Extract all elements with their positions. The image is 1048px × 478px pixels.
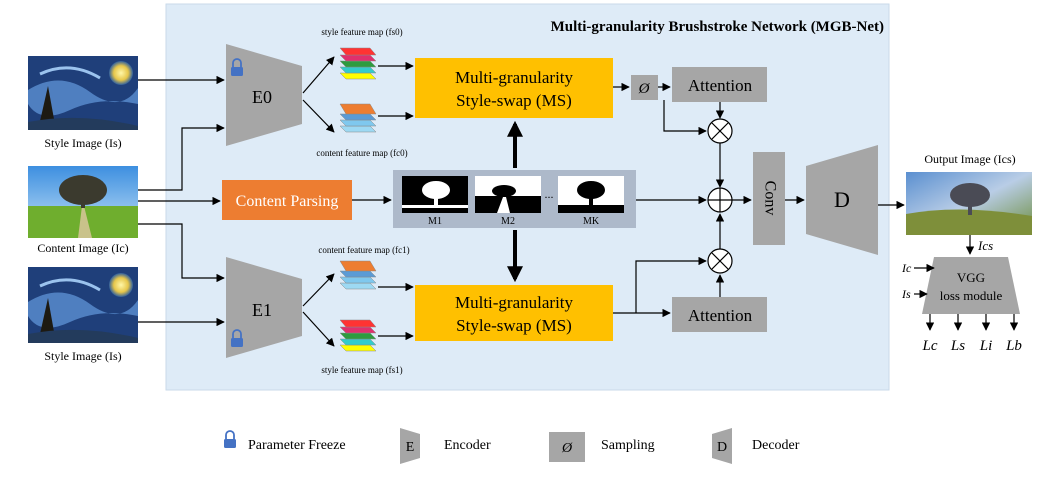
style-image-top bbox=[28, 56, 138, 130]
style-image-bottom bbox=[28, 267, 138, 343]
legend-decoder-shape bbox=[712, 428, 732, 464]
arrow-content-to-e0 bbox=[138, 123, 225, 191]
output-image bbox=[906, 172, 1032, 235]
mask-m2-label: M2 bbox=[501, 216, 515, 227]
content-parsing-block bbox=[222, 180, 352, 220]
mask-mk-label: MK bbox=[583, 216, 600, 227]
loss-ls: Ls bbox=[950, 338, 965, 354]
legend-sampling-shape bbox=[549, 432, 585, 462]
lock-icon bbox=[231, 329, 243, 347]
fc1-label: content feature map (fc1) bbox=[318, 245, 409, 255]
content-image bbox=[28, 166, 138, 238]
content-image-label: Content Image (Ic) bbox=[37, 241, 128, 255]
legend: Parameter Freeze E Encoder Ø Sampling D … bbox=[224, 428, 800, 464]
encoder-e0-label: E0 bbox=[252, 87, 272, 107]
decoder-block bbox=[806, 145, 878, 255]
legend-sampling-symbol: Ø bbox=[561, 441, 573, 456]
style-image-top-label: Style Image (Is) bbox=[44, 136, 121, 150]
content-parsing-label: Content Parsing bbox=[236, 193, 339, 210]
arrow-e1-to-fc1 bbox=[302, 273, 335, 307]
arrow-content-to-e1 bbox=[138, 223, 225, 283]
loss-li: Li bbox=[979, 338, 993, 354]
encoder-e0 bbox=[226, 44, 302, 146]
legend-freeze-label: Parameter Freeze bbox=[248, 438, 346, 453]
conv-label: Conv bbox=[761, 181, 778, 216]
mask-ellipsis: ... bbox=[545, 187, 554, 201]
ms-top-line1: Multi-granularity bbox=[455, 68, 574, 87]
ms-top-line2: Style-swap (MS) bbox=[456, 91, 572, 110]
ms-block-bottom bbox=[415, 285, 613, 341]
fc0-label: content feature map (fc0) bbox=[316, 148, 407, 158]
ms-bottom-line2: Style-swap (MS) bbox=[456, 316, 572, 335]
conv-block bbox=[753, 152, 785, 245]
multiply-node-bottom bbox=[707, 248, 733, 274]
loss-lb: Lb bbox=[1005, 338, 1022, 354]
legend-decoder-label: Decoder bbox=[752, 438, 800, 453]
decoder-label: D bbox=[834, 187, 850, 212]
ics-label: Ics bbox=[977, 238, 993, 253]
legend-encoder-label: Encoder bbox=[444, 438, 491, 453]
legend-encoder-shape bbox=[400, 428, 420, 464]
attention-bottom-label: Attention bbox=[688, 306, 753, 325]
network-title: Multi-granularity Brushstroke Network (M… bbox=[551, 19, 884, 35]
output-image-label: Output Image (Ics) bbox=[924, 152, 1015, 166]
legend-sampling-label: Sampling bbox=[601, 438, 655, 453]
arrow-e1-to-fs1 bbox=[302, 311, 335, 347]
add-node bbox=[707, 187, 733, 213]
feature-stack-fc0 bbox=[339, 103, 377, 133]
encoder-e1 bbox=[226, 257, 302, 358]
lock-icon bbox=[224, 430, 236, 448]
attention-block-top bbox=[672, 67, 767, 102]
style-image-bottom-label: Style Image (Is) bbox=[44, 349, 121, 363]
ms-bottom-line1: Multi-granularity bbox=[455, 293, 574, 312]
loss-lc: Lc bbox=[922, 338, 938, 354]
mask-m1-label: M1 bbox=[428, 216, 442, 227]
feature-stack-fs1 bbox=[339, 319, 377, 352]
attention-top-label: Attention bbox=[688, 76, 753, 95]
mask-m2 bbox=[475, 176, 541, 213]
fs0-label: style feature map (fs0) bbox=[321, 27, 402, 37]
vgg-loss-module bbox=[922, 257, 1020, 314]
feature-stack-fs0 bbox=[339, 47, 377, 80]
arrow-ms-to-mult-bottom bbox=[635, 256, 707, 313]
legend-encoder-symbol: E bbox=[406, 440, 415, 455]
sampling-symbol: Ø bbox=[638, 81, 651, 97]
ms-block-top bbox=[415, 58, 613, 118]
attention-block-bottom bbox=[672, 297, 767, 332]
mask-m1 bbox=[402, 176, 468, 213]
multiply-node-top bbox=[707, 118, 733, 144]
lock-icon bbox=[231, 58, 243, 76]
mask-mk bbox=[558, 176, 624, 213]
arrow-e0-to-fs0 bbox=[302, 56, 335, 94]
arrow-e0-to-fc0 bbox=[302, 99, 335, 133]
feature-stack-fc1 bbox=[339, 260, 377, 290]
arrow-sampling-to-mult-top bbox=[663, 100, 707, 136]
vgg-input-ic: Ic bbox=[901, 261, 912, 275]
legend-decoder-symbol: D bbox=[717, 440, 727, 455]
vgg-line1: VGG bbox=[957, 270, 985, 285]
vgg-input-is: Is bbox=[901, 287, 911, 301]
vgg-line2: loss module bbox=[940, 288, 1003, 303]
encoder-e1-label: E1 bbox=[252, 300, 272, 320]
sampling-block bbox=[631, 75, 658, 100]
fs1-label: style feature map (fs1) bbox=[321, 365, 402, 375]
